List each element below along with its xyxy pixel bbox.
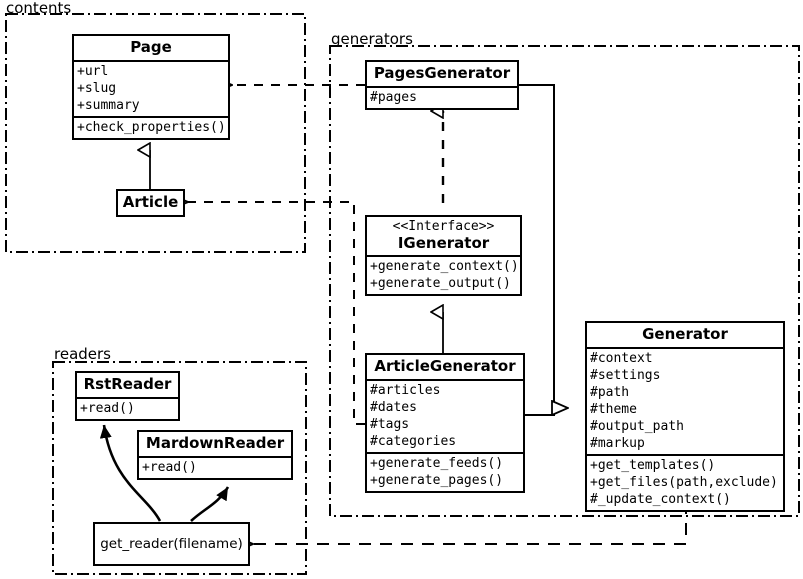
attribute: #dates xyxy=(370,399,417,415)
class-mardownreader-title: MardownReader xyxy=(145,434,285,452)
method: #_update_context() xyxy=(590,491,731,507)
class-page-title: Page xyxy=(130,38,172,56)
association-articlegenerator-generator xyxy=(525,408,568,416)
dependency-articlegenerator-article xyxy=(188,202,365,425)
create-get-reader-mardownreader xyxy=(190,486,230,522)
class-page[interactable]: Page +url +slug +summary +check_properti… xyxy=(72,34,230,140)
class-rstreader-methods: +read() xyxy=(77,396,178,419)
class-igenerator[interactable]: <<Interface>> IGenerator +generate_conte… xyxy=(365,215,522,297)
class-pagesgenerator-attributes: #pages xyxy=(367,85,517,108)
class-pagesgenerator-title: PagesGenerator xyxy=(373,64,511,82)
attribute: #articles xyxy=(370,382,441,398)
method: +get_templates() xyxy=(590,457,716,473)
class-rstreader[interactable]: RstReader +read() xyxy=(75,371,180,421)
class-igenerator-stereotype: <<Interface>> xyxy=(392,219,495,234)
class-generator-attributes: #context #settings #path #theme #output_… xyxy=(587,346,783,454)
class-igenerator-title: IGenerator xyxy=(397,233,490,252)
class-articlegenerator-methods: +generate_feeds() +generate_pages() xyxy=(367,451,523,491)
class-article[interactable]: Article xyxy=(116,189,185,217)
class-mardownreader-methods: +read() xyxy=(139,455,291,478)
method: +generate_feeds() xyxy=(370,455,504,471)
class-page-methods: +check_properties() xyxy=(74,115,228,138)
attribute: #settings xyxy=(590,367,661,383)
method: +generate_output() xyxy=(370,276,511,292)
class-igenerator-methods: +generate_context() +generate_output() xyxy=(367,255,520,294)
attribute: #tags xyxy=(370,416,410,432)
attribute: #output_path xyxy=(590,418,684,434)
class-articlegenerator-title: ArticleGenerator xyxy=(374,357,516,375)
function-get-reader-label: get_reader(filename) xyxy=(100,536,243,552)
class-articlegenerator[interactable]: ArticleGenerator #articles #dates #tags … xyxy=(365,353,525,493)
class-igenerator-header: <<Interface>> IGenerator xyxy=(367,217,520,255)
attribute: #markup xyxy=(590,435,645,451)
class-mardownreader[interactable]: MardownReader +read() xyxy=(137,430,293,480)
attribute: +url xyxy=(77,63,109,79)
attribute: #theme xyxy=(590,401,637,417)
class-page-attributes: +url +slug +summary xyxy=(74,59,228,116)
method: +generate_context() xyxy=(370,259,519,275)
contents-package-label: contents xyxy=(6,0,72,17)
attribute: +summary xyxy=(77,97,140,113)
method: +read() xyxy=(80,400,135,416)
attribute: #context xyxy=(590,350,653,366)
generators-package-label: generators xyxy=(331,30,413,48)
method: +generate_pages() xyxy=(370,472,504,488)
class-generator[interactable]: Generator #context #settings #path #them… xyxy=(585,321,785,512)
attribute: +slug xyxy=(77,80,117,96)
class-pagesgenerator[interactable]: PagesGenerator #pages xyxy=(365,60,519,110)
method: +check_properties() xyxy=(77,119,226,135)
method: +read() xyxy=(142,459,197,475)
attribute: #categories xyxy=(370,433,457,449)
method: +get_files(path,exclude) xyxy=(590,474,778,490)
class-rstreader-title: RstReader xyxy=(83,375,172,393)
attribute: #path xyxy=(590,384,630,400)
class-article-title: Article xyxy=(122,193,179,211)
function-get-reader[interactable]: get_reader(filename) xyxy=(93,522,250,566)
class-articlegenerator-attributes: #articles #dates #tags #categories xyxy=(367,378,523,452)
class-generator-methods: +get_templates() +get_files(path,exclude… xyxy=(587,453,783,510)
class-generator-title: Generator xyxy=(642,325,728,343)
readers-package-label: readers xyxy=(54,345,111,363)
attribute: #pages xyxy=(370,89,417,105)
